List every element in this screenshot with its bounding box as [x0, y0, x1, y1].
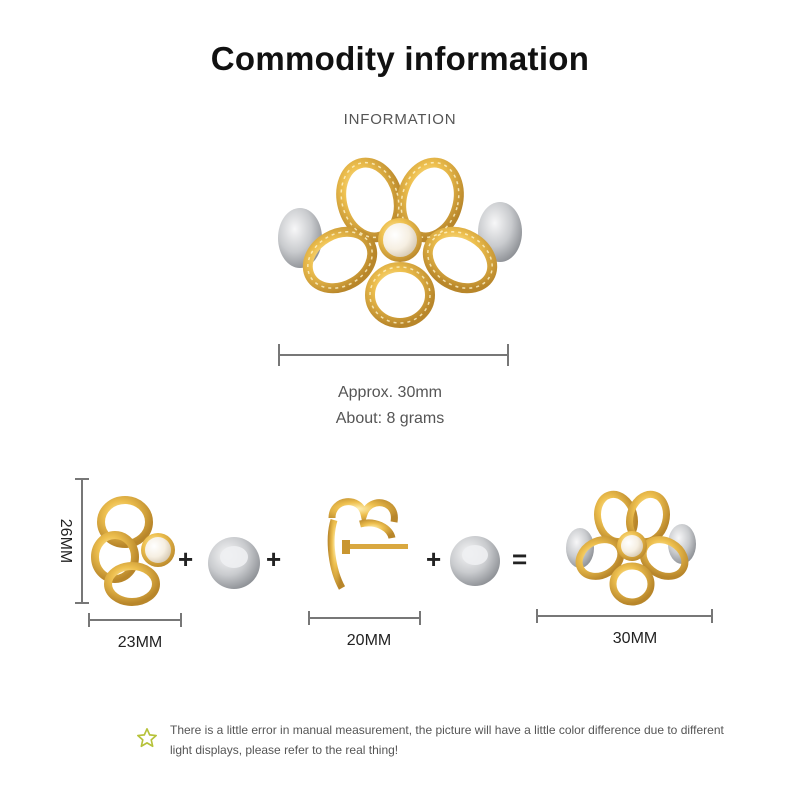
main-product-photo [205, 150, 595, 330]
main-size-ruler [278, 344, 509, 366]
section-subtitle: INFORMATION [343, 111, 457, 128]
flower-height-ruler [75, 478, 89, 604]
measurement-disclaimer: There is a little error in manual measur… [170, 723, 724, 757]
back-clasp-photo [448, 533, 502, 589]
page-title: Commodity information [210, 40, 590, 77]
side-width-label: 20MM [346, 632, 392, 649]
pearl [383, 223, 417, 257]
plus-sign: + [426, 544, 442, 574]
side-width-ruler [308, 611, 421, 625]
assembled-width-label: 30MM [612, 630, 658, 647]
flower-height-label: 26MM [57, 518, 74, 564]
assembled-width-ruler [536, 609, 713, 623]
weight-spec: About: 8 grams [335, 410, 445, 427]
plus-sign: + [178, 544, 194, 574]
pearl [145, 537, 171, 563]
left-back-clasp [278, 208, 322, 268]
assembled-brooch-photo [550, 488, 710, 608]
equals-sign: = [512, 544, 528, 574]
plus-sign: + [266, 544, 282, 574]
back-clasp-photo [205, 535, 263, 591]
star-outline-icon [136, 727, 158, 749]
flower-width-ruler [88, 613, 182, 627]
side-view-photo [320, 490, 410, 595]
size-spec: Approx. 30mm [337, 384, 443, 401]
pearl [621, 535, 643, 557]
flower-front-photo [90, 492, 180, 607]
flower-width-label: 23MM [117, 634, 163, 651]
